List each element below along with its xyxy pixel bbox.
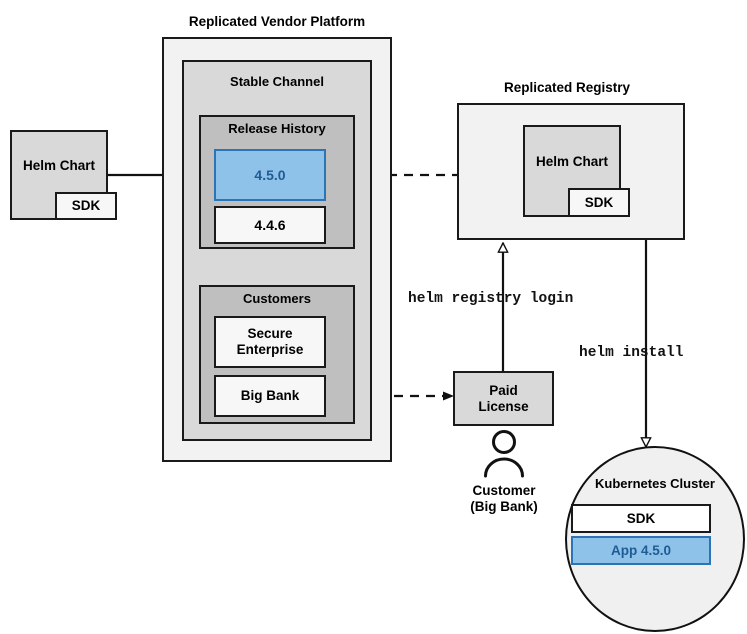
- paid-license-label: Paid License: [478, 382, 529, 414]
- source-helm-chart-label: Helm Chart: [22, 158, 95, 174]
- release-4-5-0-label: 4.5.0: [254, 166, 286, 183]
- registry-helm-chart-label: Helm Chart: [535, 154, 608, 170]
- source-helm-chart-sdk[interactable]: SDK: [55, 192, 117, 220]
- command-registry-login: helm registry login: [408, 291, 574, 307]
- cluster-sdk[interactable]: SDK: [571, 504, 711, 533]
- customer-actor-label: Customer (Big Bank): [470, 483, 538, 515]
- stable-channel-title: Stable Channel: [230, 74, 324, 89]
- registry-helm-chart[interactable]: Helm Chart: [523, 125, 621, 217]
- replicated-registry-title: Replicated Registry: [503, 80, 631, 95]
- person-icon: [484, 430, 524, 478]
- source-sdk-label: SDK: [71, 198, 101, 214]
- customer-big-bank-label: Big Bank: [240, 388, 300, 404]
- release-4-4-6[interactable]: 4.4.6: [214, 206, 326, 244]
- kubernetes-cluster-title: Kubernetes Cluster: [595, 476, 715, 491]
- customers-title: Customers: [243, 291, 311, 306]
- registry-sdk-label: SDK: [584, 194, 614, 210]
- customer-secure-enterprise-label: Secure Enterprise: [236, 326, 304, 357]
- cluster-sdk-label: SDK: [626, 510, 656, 526]
- vendor-platform-title: Replicated Vendor Platform: [188, 14, 366, 29]
- command-helm-install: helm install: [579, 345, 684, 361]
- customer-big-bank[interactable]: Big Bank: [214, 375, 326, 417]
- paid-license[interactable]: Paid License: [453, 371, 554, 426]
- release-4-5-0[interactable]: 4.5.0: [214, 149, 326, 201]
- cluster-app-label: App 4.5.0: [610, 542, 672, 558]
- release-history-title: Release History: [228, 121, 326, 136]
- release-4-4-6-label: 4.4.6: [254, 216, 286, 233]
- registry-sdk[interactable]: SDK: [568, 188, 630, 217]
- customer-secure-enterprise[interactable]: Secure Enterprise: [214, 316, 326, 368]
- cluster-app-4-5-0[interactable]: App 4.5.0: [571, 536, 711, 565]
